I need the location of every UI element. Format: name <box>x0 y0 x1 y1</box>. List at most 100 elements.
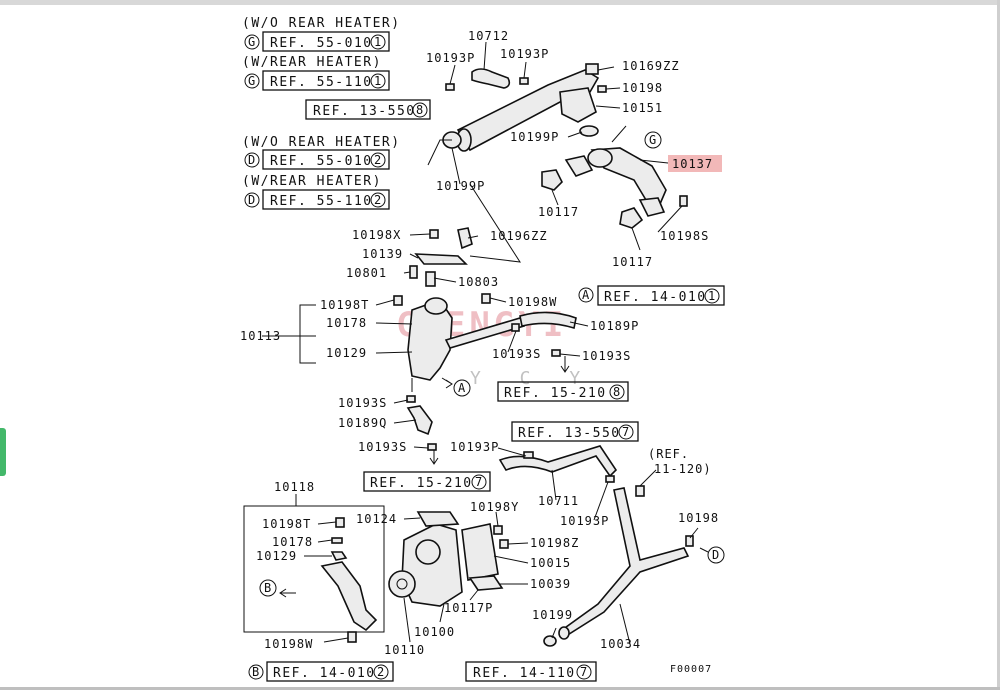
bolt-ref-11-120[interactable] <box>635 485 645 497</box>
label-10169zz[interactable]: 10169ZZ <box>622 59 680 73</box>
ref-box-b-14-010[interactable]: B REF. 14-010 2 <box>248 661 394 682</box>
gasket-10124[interactable] <box>416 511 460 527</box>
label-10198-b[interactable]: 10198 <box>678 511 719 525</box>
label-10803[interactable]: 10803 <box>458 275 499 289</box>
inlet-pipe-10118[interactable] <box>320 561 378 632</box>
label-10199p-b[interactable]: 10199P <box>436 179 485 193</box>
label-10198w-a[interactable]: 10198W <box>508 295 557 309</box>
ref-note-11-120[interactable]: (REF. 11-120) <box>648 447 712 476</box>
label-10129-a[interactable]: 10129 <box>326 346 367 360</box>
label-10198t-b[interactable]: 10198T <box>262 517 311 531</box>
bolt-10198y[interactable] <box>493 525 503 535</box>
bolt-10198w-a[interactable] <box>481 293 491 304</box>
label-10193s-c[interactable]: 10193S <box>338 396 387 410</box>
label-10198z[interactable]: 10198Z <box>530 536 579 550</box>
label-10193p-d[interactable]: 10193P <box>560 514 609 528</box>
o-ring-10178-b[interactable] <box>331 537 343 544</box>
label-10198s[interactable]: 10198S <box>660 229 709 243</box>
water-pump-10100[interactable] <box>401 523 463 607</box>
label-10034[interactable]: 10034 <box>600 637 641 651</box>
label-10189p[interactable]: 10189P <box>590 319 639 333</box>
label-10113[interactable]: 10113 <box>240 329 281 343</box>
clamp-10193s-c[interactable] <box>406 395 416 403</box>
clamp-10193p-d[interactable] <box>605 475 615 483</box>
ref-box-15-210-low[interactable]: REF. 15-210 7 <box>363 471 491 492</box>
label-10100[interactable]: 10100 <box>414 625 455 639</box>
bolt-10198z[interactable] <box>499 539 509 549</box>
bolt-10198t-b[interactable] <box>335 517 345 528</box>
bolt-10198-b[interactable] <box>685 535 694 547</box>
ref-box-15-210-mid[interactable]: REF. 15-210 8 <box>497 381 629 402</box>
ref-box-d-55-010[interactable]: D REF. 55-010 2 <box>244 149 390 170</box>
label-10193p-a[interactable]: 10193P <box>426 51 475 65</box>
label-10193p-b[interactable]: 10193P <box>500 47 549 61</box>
label-10801[interactable]: 10801 <box>346 266 387 280</box>
ref-box-d-55-110[interactable]: D REF. 55-110 2 <box>244 189 390 210</box>
side-panel-tab[interactable] <box>0 428 6 476</box>
gasket-10039[interactable] <box>468 575 504 591</box>
sensor-10801[interactable] <box>409 265 418 279</box>
water-pipe-10137[interactable] <box>587 147 667 205</box>
label-10198-a[interactable]: 10198 <box>622 81 663 95</box>
bolt-10198t-a[interactable] <box>393 295 403 306</box>
label-10118[interactable]: 10118 <box>274 480 315 494</box>
hose-10189q[interactable] <box>406 405 433 436</box>
label-10039[interactable]: 10039 <box>530 577 571 591</box>
clamp-10193p-right[interactable] <box>519 77 529 85</box>
label-10198w-b[interactable]: 10198W <box>264 637 313 651</box>
ref-box-13-550-top[interactable]: REF. 13-550 8 <box>305 99 431 120</box>
bolt-10198w-b[interactable] <box>347 631 357 643</box>
pump-gasket-10015[interactable] <box>461 523 499 581</box>
ref-box-14-110[interactable]: REF. 14-110 7 <box>465 661 597 682</box>
label-10196zz[interactable]: 10196ZZ <box>490 229 548 243</box>
ref-box-g-55-010[interactable]: G REF. 55-010 1 <box>244 31 390 52</box>
hose-10712[interactable] <box>471 68 511 89</box>
water-outlet-fitting-10113[interactable] <box>407 297 453 381</box>
hose-10189p[interactable] <box>519 311 577 330</box>
label-10124[interactable]: 10124 <box>356 512 397 526</box>
bracket-10139[interactable] <box>414 253 468 265</box>
gasket-10129-b[interactable] <box>330 551 348 561</box>
label-10193s-d[interactable]: 10193S <box>358 440 407 454</box>
label-10178-a[interactable]: 10178 <box>326 316 367 330</box>
clamp-10193s-a[interactable] <box>511 323 520 332</box>
label-10137-highlighted[interactable]: 10137 <box>668 155 722 172</box>
water-pipe-10034[interactable] <box>558 487 690 640</box>
ref-box-13-550-mid[interactable]: REF. 13-550 7 <box>511 421 639 442</box>
switch-10803[interactable] <box>425 271 436 287</box>
clamp-10193p-c[interactable] <box>523 451 534 459</box>
gasket-10199p-right[interactable] <box>579 125 599 137</box>
label-10198x[interactable]: 10198X <box>352 228 401 242</box>
label-10110[interactable]: 10110 <box>384 643 425 657</box>
upper-water-pipe[interactable] <box>456 69 600 152</box>
callout-g[interactable]: G <box>644 131 662 149</box>
ref-box-g-55-110[interactable]: G REF. 55-110 1 <box>244 70 390 91</box>
label-10015[interactable]: 10015 <box>530 556 571 570</box>
label-10117-b[interactable]: 10117 <box>612 255 653 269</box>
label-10712[interactable]: 10712 <box>468 29 509 43</box>
callout-b[interactable]: B <box>259 579 277 597</box>
callout-d[interactable]: D <box>707 546 725 564</box>
label-10193s-b[interactable]: 10193S <box>582 349 631 363</box>
bracket-10196zz[interactable] <box>457 227 473 250</box>
gasket-10117-upper[interactable] <box>541 155 594 191</box>
callout-a[interactable]: A <box>453 379 471 397</box>
o-ring-10199[interactable] <box>543 635 557 647</box>
label-10178-b[interactable]: 10178 <box>272 535 313 549</box>
thermostat-housing-10151[interactable] <box>559 63 599 123</box>
label-10139[interactable]: 10139 <box>362 247 403 261</box>
label-10198y[interactable]: 10198Y <box>470 500 519 514</box>
bolt-10198-top[interactable] <box>597 85 607 93</box>
bolt-10198s[interactable] <box>679 195 688 207</box>
clamp-10193s-b[interactable] <box>551 349 561 357</box>
label-10151[interactable]: 10151 <box>622 101 663 115</box>
pump-pulley-10110[interactable] <box>388 570 416 598</box>
label-10193s-a[interactable]: 10193S <box>492 347 541 361</box>
ref-box-a-14-010[interactable]: A REF. 14-010 1 <box>578 285 725 306</box>
bolt-10198x[interactable] <box>429 229 439 239</box>
heater-hose-10711[interactable] <box>498 445 618 478</box>
label-10117p[interactable]: 10117P <box>444 601 493 615</box>
label-10189q[interactable]: 10189Q <box>338 416 387 430</box>
clamp-10193s-d[interactable] <box>427 443 437 451</box>
label-10711[interactable]: 10711 <box>538 494 579 508</box>
